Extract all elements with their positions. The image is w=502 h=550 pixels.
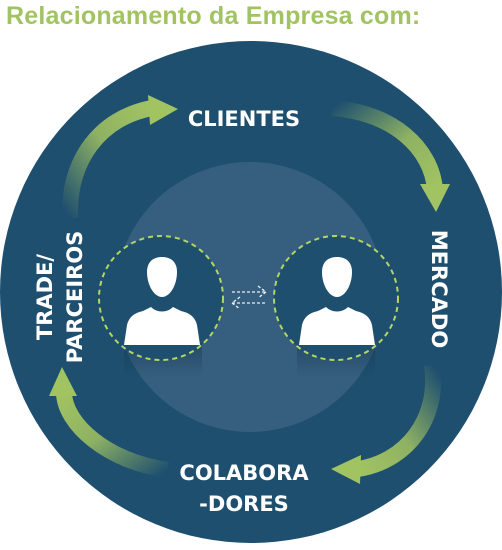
label-mercado: MERCADO	[427, 230, 451, 348]
right-person-group	[273, 235, 399, 378]
left-person-group	[98, 235, 224, 378]
label-colaboradores-line2: -DORES	[199, 492, 289, 516]
label-colaboradores-line1: COLABORA	[179, 461, 309, 485]
top-left-curved-arrow-icon	[61, 95, 178, 219]
label-trade-parceiros: TRADE/ PARCEIROS	[33, 231, 87, 364]
bottom-right-curved-arrow-icon	[331, 363, 442, 484]
label-trade-line2: PARCEIROS	[63, 231, 87, 364]
label-colaboradores: COLABORA -DORES	[179, 461, 309, 516]
label-trade-line1: TRADE/	[33, 254, 57, 341]
diagram-title: Relacionamento da Empresa com:	[6, 2, 421, 30]
top-right-curved-arrow-icon	[331, 100, 450, 212]
person-icon	[124, 257, 200, 345]
exchange-arrows-icon	[230, 285, 268, 310]
bottom-left-curved-arrow-icon	[49, 367, 170, 478]
label-clientes: CLIENTES	[188, 107, 300, 131]
person-icon	[299, 257, 375, 345]
